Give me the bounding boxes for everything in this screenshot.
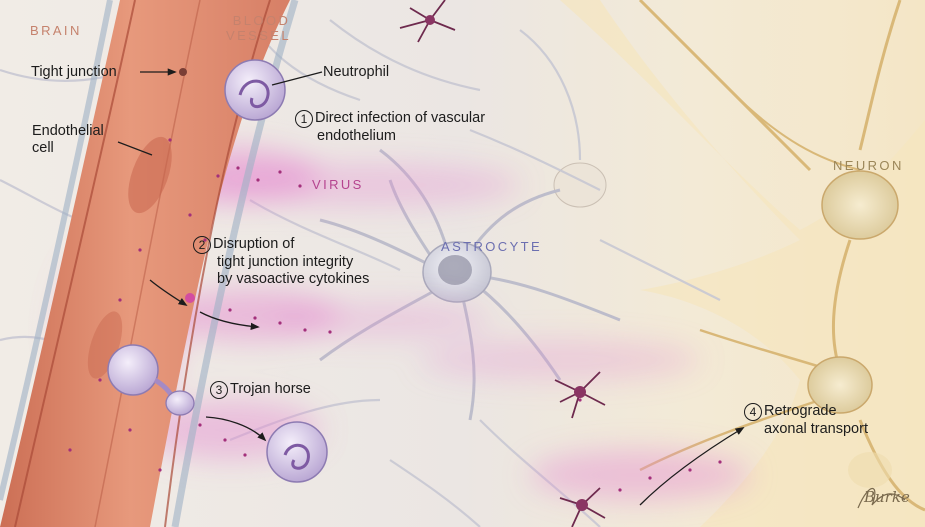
- mechanism-2-line1: Disruption of: [213, 236, 294, 252]
- mechanism-4-number: 4: [744, 403, 762, 421]
- blood-vessel-label: BLOOD VESSEL: [226, 13, 291, 43]
- mechanism-1-line1: Direct infection of vascular: [315, 110, 485, 126]
- mechanism-3-number: 3: [210, 381, 228, 399]
- astrocyte-label: ASTROCYTE: [441, 239, 542, 254]
- mechanism-4-line1: Retrograde: [764, 403, 837, 419]
- neuron-label: NEURON: [833, 158, 904, 173]
- neutrophil-label: Neutrophil: [323, 64, 389, 81]
- mechanism-2-line2: tight junction integrity: [193, 254, 369, 271]
- mechanism-2-line3: by vasoactive cytokines: [193, 271, 369, 288]
- mechanism-2-number: 2: [193, 236, 211, 254]
- endothelial-cell-label: Endothelial cell: [32, 123, 104, 157]
- tight-junction-marker: [179, 68, 187, 76]
- blood-vessel-label-line2: VESSEL: [226, 28, 291, 43]
- artist-signature: Burke: [864, 488, 910, 506]
- neuron-nucleus-top: [822, 171, 898, 239]
- mechanism-4-line2: axonal transport: [744, 421, 868, 438]
- mechanism-1-number: 1: [295, 110, 313, 128]
- brain-label: BRAIN: [30, 23, 82, 38]
- tight-junction-label: Tight junction: [31, 64, 117, 81]
- neutrophil-cell: [225, 60, 285, 120]
- mechanism-3-line1: Trojan horse: [230, 381, 311, 397]
- endothelial-label-line1: Endothelial: [32, 123, 104, 140]
- mechanism-1-line2: endothelium: [295, 128, 485, 145]
- blood-vessel-label-line1: BLOOD: [226, 13, 291, 28]
- virus-label: VIRUS: [312, 177, 364, 192]
- astrocyte-nucleus: [438, 255, 472, 285]
- endothelial-label-line2: cell: [32, 140, 104, 157]
